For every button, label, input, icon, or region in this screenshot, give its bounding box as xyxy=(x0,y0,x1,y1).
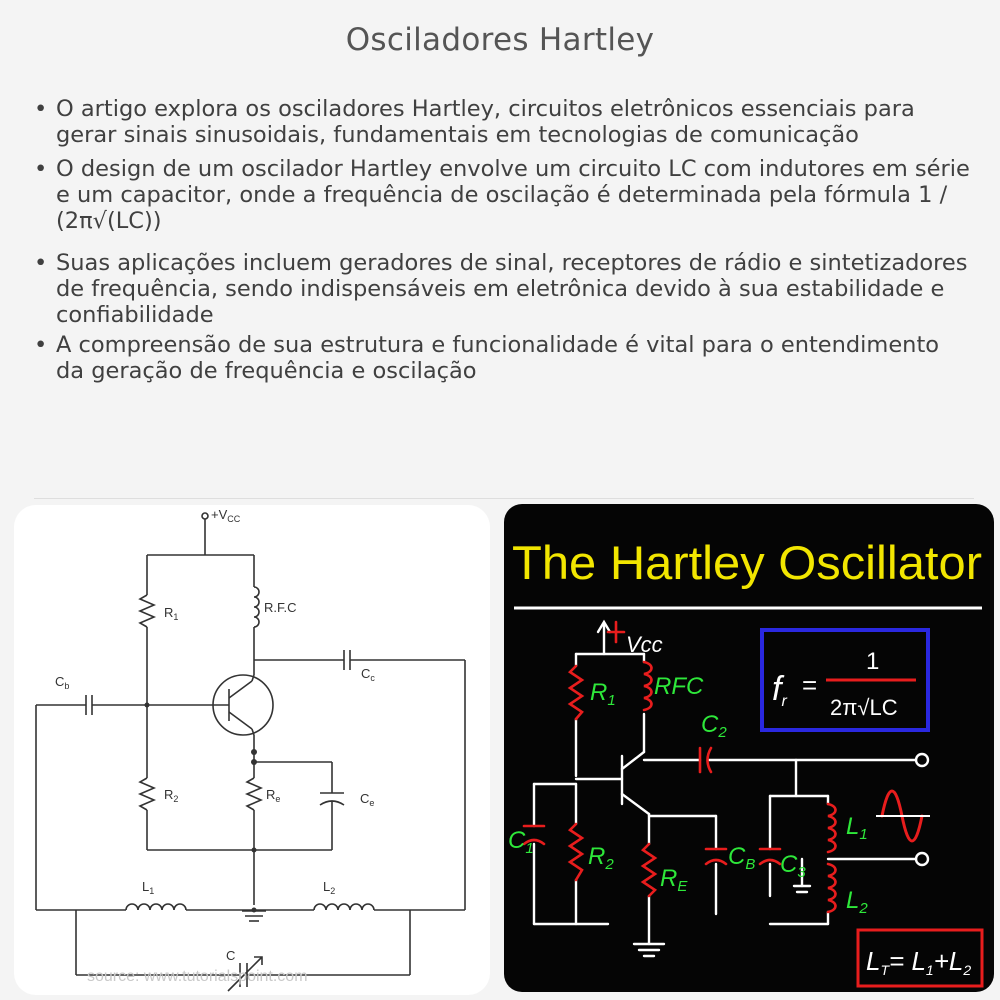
bullet-item: A compreensão de sua estrutura e funcion… xyxy=(34,332,970,384)
svg-text:fr: fr xyxy=(772,670,787,710)
board-re-label: RE xyxy=(660,865,688,895)
section-divider xyxy=(34,498,974,499)
r2-label: R2 xyxy=(164,787,178,804)
blackboard-panel: The Hartley Oscillator fr = 1 2π√LC xyxy=(504,504,994,992)
board-l2-label: L2 xyxy=(846,887,868,917)
bullet-list: O artigo explora os osciladores Hartley,… xyxy=(34,96,970,384)
bullet-item: Suas aplicações incluem geradores de sin… xyxy=(34,250,970,328)
board-vcc-label: Vcc xyxy=(626,632,663,657)
board-r1-label: R1 xyxy=(590,679,616,709)
source-caption: source: www.tutorialspoint.com xyxy=(87,968,308,985)
hartley-schematic: +VCC R1 R.F.C Cc Cb R2 Re Ce L1 L2 C sou… xyxy=(35,507,466,992)
schematic-panel: +VCC R1 R.F.C Cc Cb R2 Re Ce L1 L2 C sou… xyxy=(14,505,490,995)
vcc-label: +VCC xyxy=(211,507,241,524)
lt-formula: LT= L1+L2 xyxy=(866,946,971,978)
l2-label: L2 xyxy=(323,879,335,896)
cc-label: Cc xyxy=(361,666,375,683)
svg-text:=: = xyxy=(802,670,817,700)
resonance-formula: fr = 1 2π√LC xyxy=(772,648,916,720)
cb-label: Cb xyxy=(55,674,69,691)
re-label: Re xyxy=(266,787,280,804)
formula-box xyxy=(760,628,930,732)
r1-label: R1 xyxy=(164,605,178,622)
board-cb-label: CB xyxy=(728,843,755,873)
hartley-blackboard: The Hartley Oscillator fr = 1 2π√LC xyxy=(508,536,984,988)
svg-text:1: 1 xyxy=(866,648,879,675)
l1-label: L1 xyxy=(142,879,154,896)
board-l1-label: L1 xyxy=(846,813,868,843)
board-rfc-label: RFC xyxy=(654,673,704,700)
board-heading: The Hartley Oscillator xyxy=(512,536,982,589)
lt-formula-box xyxy=(856,928,984,988)
board-c3-label: C3 xyxy=(780,851,806,881)
board-c2-label: C2 xyxy=(701,711,727,741)
svg-text:2π√LC: 2π√LC xyxy=(830,695,898,720)
board-c1-label: C1 xyxy=(508,827,534,857)
bullet-item: O artigo explora os osciladores Hartley,… xyxy=(34,96,970,148)
rfc-label: R.F.C xyxy=(264,600,297,615)
bullet-item: O design de um oscilador Hartley envolve… xyxy=(34,156,970,234)
page-title: Osciladores Hartley xyxy=(345,22,655,58)
c-label: C xyxy=(226,948,235,963)
board-r2-label: R2 xyxy=(588,843,614,873)
ce-label: Ce xyxy=(360,791,374,808)
